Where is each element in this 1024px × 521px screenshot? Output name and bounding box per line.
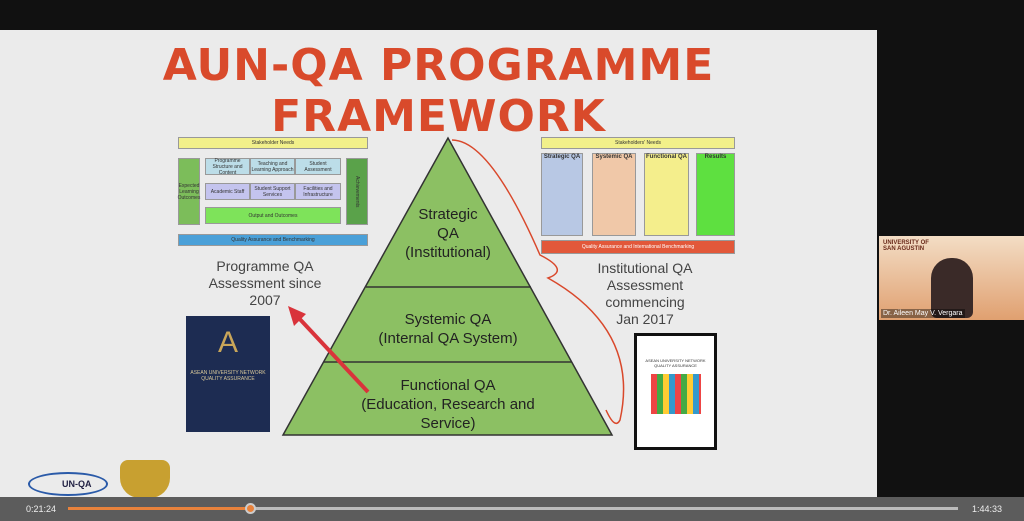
caption-line: Programme QA [216, 258, 314, 274]
programme-caption: Programme QA Assessment since 2007 [190, 258, 340, 309]
qa-benchmarking: Quality Assurance and Benchmarking [178, 234, 368, 246]
institution-logo: UNIVERSITY OF SAN AGUSTIN [883, 240, 929, 252]
achievements-box: Achievements [346, 158, 368, 225]
pyramid-label: QA [437, 225, 459, 242]
pyramid-label: (Institutional) [405, 244, 491, 261]
presenter-image [931, 258, 973, 318]
caption-line: Institutional QA [597, 260, 693, 276]
caption-line: Assessment since [208, 275, 322, 291]
crest-logo [120, 460, 170, 498]
caption-line: commencing [605, 294, 685, 310]
pyramid-label: (Internal QA System) [378, 330, 518, 347]
column-functional: Functional QA [644, 153, 689, 236]
slide-title: AUN-QA PROGRAMME FRAMEWORK [162, 40, 715, 142]
diagram-item: Student Support Services [250, 183, 295, 200]
column-results: Results [696, 153, 735, 236]
book-cover-institutional: ASEAN UNIVERSITY NETWORK QUALITY ASSURAN… [634, 333, 717, 450]
book-title: ASEAN UNIVERSITY NETWORK QUALITY ASSURAN… [645, 358, 706, 368]
caption-line: 2007 [249, 292, 281, 308]
qa-intl-benchmarking: Quality Assurance and International Benc… [541, 240, 735, 254]
column-strategic: Strategic QA [541, 153, 583, 236]
diagram-item: Facilities and Infrastructure [295, 183, 341, 200]
building-illustration [650, 374, 701, 414]
pyramid-label: (Education, Research and [361, 396, 535, 413]
current-time: 0:21:24 [26, 504, 57, 514]
arrow-head [288, 306, 306, 326]
video-player-controls: 0:21:24 1:44:33 [0, 497, 1024, 521]
stakeholders-needs: Stakeholders' Needs [541, 137, 735, 149]
presenter-video[interactable]: UNIVERSITY OF SAN AGUSTIN Dr. Aileen May… [879, 236, 1024, 320]
pyramid-label: Service) [420, 415, 476, 432]
seek-handle[interactable] [245, 503, 257, 514]
pyramid-functional: Functional QA (Education, Research and S… [333, 376, 563, 433]
presenter-name: Dr. Aileen May V. Vergara [881, 309, 965, 318]
column-systemic: Systemic QA [592, 153, 636, 236]
pyramid-strategic: Strategic QA (Institutional) [383, 205, 513, 262]
pyramid-systemic: Systemic QA (Internal QA System) [348, 310, 548, 348]
logo-text: UN-QA [62, 479, 92, 489]
diagram-item: Programme Structure and Content [205, 158, 250, 176]
diagram-item: Student Assessment [295, 158, 341, 175]
book-cover-programme: A ASEAN UNIVERSITY NETWORK QUALITY ASSUR… [186, 316, 270, 432]
aun-qa-logo: UN-QA [28, 472, 108, 496]
duration-time: 1:44:33 [972, 504, 1003, 514]
pyramid-label: Systemic QA [404, 311, 492, 328]
seek-progress [68, 507, 251, 510]
caption-line: Assessment [606, 277, 684, 293]
stakeholder-needs: Stakeholder Needs [178, 137, 368, 149]
institutional-caption: Institutional QA Assessment commencing J… [570, 260, 720, 328]
diagram-item: Academic Staff [205, 183, 250, 200]
seek-bar[interactable] [68, 503, 958, 514]
diagram-item: Teaching and Learning Approach [250, 158, 295, 175]
red-arrow [294, 313, 370, 394]
presentation-slide: AUN-QA PROGRAMME FRAMEWORK Stakeholder N… [0, 30, 877, 498]
aun-qa-logo-icon: A [217, 326, 238, 359]
pyramid-label: Functional QA [400, 377, 496, 394]
book-title: ASEAN UNIVERSITY NETWORK QUALITY ASSURAN… [190, 370, 266, 382]
diagram-item: Output and Outcomes [205, 207, 341, 224]
elo-box: Expected Learning Outcomes [178, 158, 200, 225]
bracket-line [451, 139, 625, 425]
pyramid-graphic [281, 136, 625, 436]
caption-line: Jan 2017 [616, 311, 674, 327]
pyramid-label: Strategic [418, 206, 478, 223]
